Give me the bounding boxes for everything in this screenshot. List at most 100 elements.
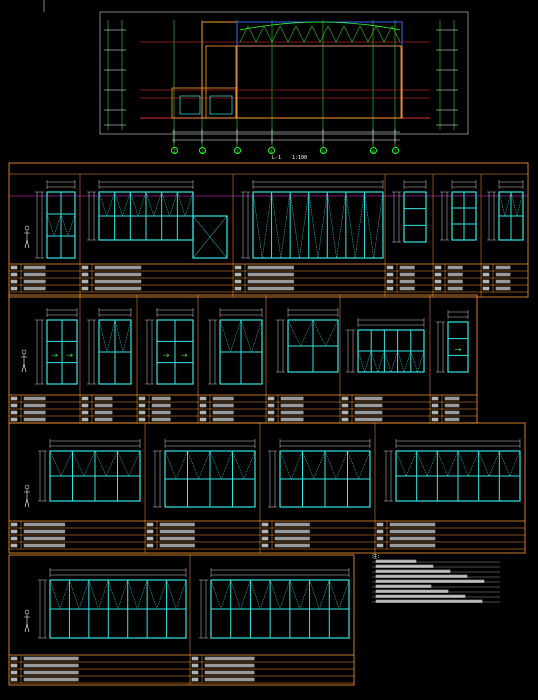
notes-block xyxy=(372,559,500,603)
table-text xyxy=(23,663,79,668)
table-text xyxy=(23,656,79,661)
table-text xyxy=(495,265,511,270)
table-text xyxy=(138,417,146,422)
opening-indicator xyxy=(145,191,162,217)
grid-bubble-7: 7 xyxy=(392,147,399,154)
table-text xyxy=(151,403,171,408)
opening-indicator xyxy=(250,579,271,610)
table-text xyxy=(267,396,275,401)
opening-indicator xyxy=(98,191,115,217)
table-text xyxy=(212,396,234,401)
sliding-arrow xyxy=(51,353,59,357)
table-text xyxy=(191,670,199,675)
table-text xyxy=(10,663,18,668)
table-text xyxy=(386,286,394,291)
table-text xyxy=(23,410,46,415)
table-text xyxy=(399,279,415,284)
table-text xyxy=(212,403,234,408)
table-text xyxy=(386,265,394,270)
table-text xyxy=(199,417,207,422)
opening-indicator xyxy=(94,450,118,477)
opening-indicator xyxy=(219,319,242,353)
opening-indicator xyxy=(252,191,272,259)
note-text xyxy=(375,589,449,593)
table-text xyxy=(341,403,349,408)
table-text xyxy=(23,522,66,527)
opening-indicator xyxy=(279,450,303,480)
table-text xyxy=(10,286,18,291)
door-swing xyxy=(192,215,228,259)
table-text xyxy=(23,279,46,284)
table-text xyxy=(399,272,415,277)
table-text xyxy=(431,403,439,408)
scale-figure xyxy=(24,484,30,490)
table-text xyxy=(389,543,436,548)
opening-indicator xyxy=(416,450,438,477)
roof-truss xyxy=(239,25,401,43)
table-text xyxy=(159,529,195,534)
table-text xyxy=(81,265,89,270)
opening-indicator xyxy=(370,350,385,373)
table-text xyxy=(261,536,269,541)
opening-indicator xyxy=(114,319,132,353)
table-text xyxy=(274,543,310,548)
table-text xyxy=(94,417,113,422)
opening-indicator xyxy=(289,191,309,259)
opening-indicator xyxy=(395,450,417,477)
table-text xyxy=(10,272,18,277)
table-text xyxy=(482,265,490,270)
table-text xyxy=(146,536,154,541)
table-text xyxy=(341,410,349,415)
table-text xyxy=(376,522,384,527)
scale-figure xyxy=(24,489,30,508)
table-text xyxy=(447,286,463,291)
table-text xyxy=(23,529,66,534)
table-text xyxy=(10,417,18,422)
opening-indicator xyxy=(437,450,459,477)
table-text xyxy=(151,410,171,415)
grid-bubble-2: 2 xyxy=(199,147,206,154)
roof-band xyxy=(236,21,403,47)
table-text xyxy=(138,403,146,408)
building-elevation xyxy=(43,0,469,148)
opening-indicator xyxy=(187,450,211,480)
table-text xyxy=(10,656,18,661)
table-text xyxy=(159,543,195,548)
note-text xyxy=(375,579,485,583)
table-text xyxy=(23,265,46,270)
table-text xyxy=(495,286,511,291)
wall-panel xyxy=(236,45,402,119)
note-text xyxy=(375,584,432,588)
table-text xyxy=(495,272,511,277)
table-text xyxy=(444,396,460,401)
grid-bubble-1: 1 xyxy=(171,147,178,154)
opening-indicator xyxy=(127,579,148,610)
table-text xyxy=(234,286,242,291)
opening-indicator xyxy=(397,350,412,373)
window-frame xyxy=(447,321,469,373)
opening-indicator xyxy=(308,191,328,259)
table-text xyxy=(247,279,294,284)
opening-indicator xyxy=(364,191,384,259)
table-text xyxy=(434,286,442,291)
table-text xyxy=(199,410,207,415)
sliding-arrow xyxy=(455,347,462,352)
scale-figure xyxy=(21,349,27,355)
table-text xyxy=(389,522,436,527)
table-text xyxy=(389,536,436,541)
table-text xyxy=(146,529,154,534)
table-text xyxy=(191,656,199,661)
elevation-scale: 1:100 xyxy=(292,155,308,161)
annex xyxy=(171,87,237,119)
table-text xyxy=(191,677,199,682)
opening-indicator xyxy=(498,191,512,217)
opening-indicator xyxy=(49,579,70,610)
table-text xyxy=(204,656,255,661)
opening-indicator xyxy=(510,191,524,217)
table-text xyxy=(151,417,171,422)
scale-figure xyxy=(21,354,27,373)
opening-indicator xyxy=(302,450,326,480)
schedule-row-1 xyxy=(8,162,529,298)
opening-indicator xyxy=(271,191,291,259)
opening-indicator xyxy=(88,579,109,610)
